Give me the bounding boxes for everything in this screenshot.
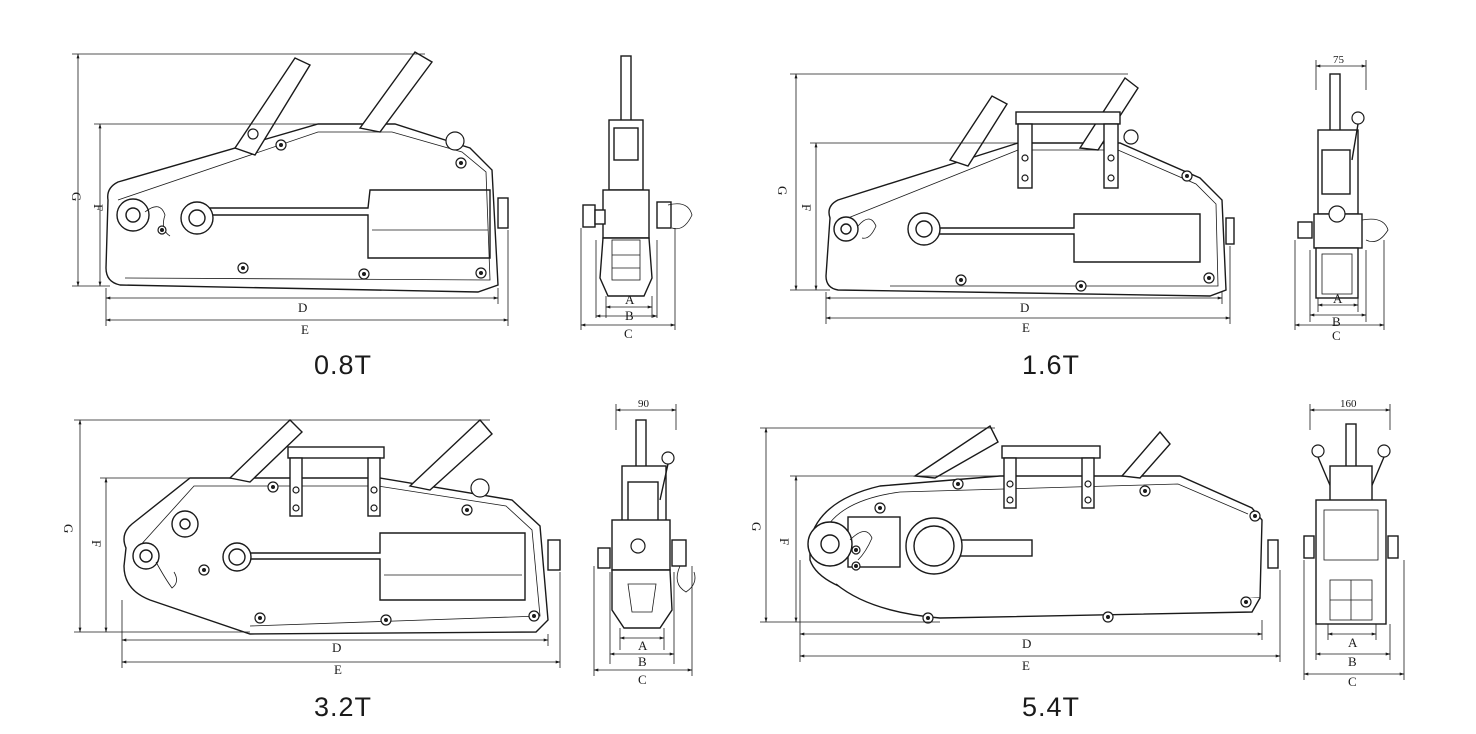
dim-b-label: B <box>625 308 634 323</box>
dim-b-label: B <box>638 654 647 669</box>
dim-a-label: A <box>625 292 635 307</box>
dim-b-label: B <box>1332 314 1341 329</box>
front-view-1-6t: 75 A B C <box>1294 54 1389 343</box>
dim-e-label: E <box>301 322 309 337</box>
dim-g-label: G <box>749 522 764 531</box>
width-value-1-6t: 75 <box>1333 54 1345 66</box>
dim-c-label: C <box>638 672 647 687</box>
model-label-0-8t: 0.8T <box>314 350 372 380</box>
dim-c-label: C <box>1332 328 1341 343</box>
dim-f-label: F <box>89 540 104 547</box>
dim-e-label: E <box>1022 320 1030 335</box>
dim-e-label: E <box>334 662 342 677</box>
width-value-3-2t: 90 <box>638 398 650 410</box>
dim-f-label: F <box>91 204 106 211</box>
dim-f-label: F <box>777 538 792 545</box>
side-view-5-4t: G F D E <box>749 424 1281 673</box>
dim-b-label: B <box>1348 654 1357 669</box>
front-view-5-4t: 160 A B C <box>1303 398 1405 689</box>
dim-a-label: A <box>638 638 648 653</box>
side-view-3-2t: G F D E <box>61 418 561 677</box>
width-value-5-4t: 160 <box>1340 398 1357 410</box>
dim-g-label: G <box>69 192 84 201</box>
side-view-1-6t: G F D E <box>775 73 1235 335</box>
dim-d-label: D <box>332 640 341 655</box>
dim-d-label: D <box>1022 636 1031 651</box>
model-label-3-2t: 3.2T <box>314 692 372 722</box>
model-label-5-4t: 5.4T <box>1022 692 1080 722</box>
dim-d-label: D <box>298 300 307 315</box>
dim-a-label: A <box>1333 291 1343 306</box>
front-view-0-8t: A B C <box>580 55 693 341</box>
dim-e-label: E <box>1022 658 1030 673</box>
dim-g-label: G <box>775 186 790 195</box>
dim-c-label: C <box>1348 674 1357 689</box>
front-view-3-2t: 90 A B C <box>593 398 696 687</box>
dim-d-label: D <box>1020 300 1029 315</box>
side-view-0-8t: G F D E <box>69 51 509 337</box>
dim-a-label: A <box>1348 635 1358 650</box>
dim-f-label: F <box>799 204 814 211</box>
model-label-1-6t: 1.6T <box>1022 350 1080 380</box>
dim-c-label: C <box>624 326 633 341</box>
dim-g-label: G <box>61 524 76 533</box>
